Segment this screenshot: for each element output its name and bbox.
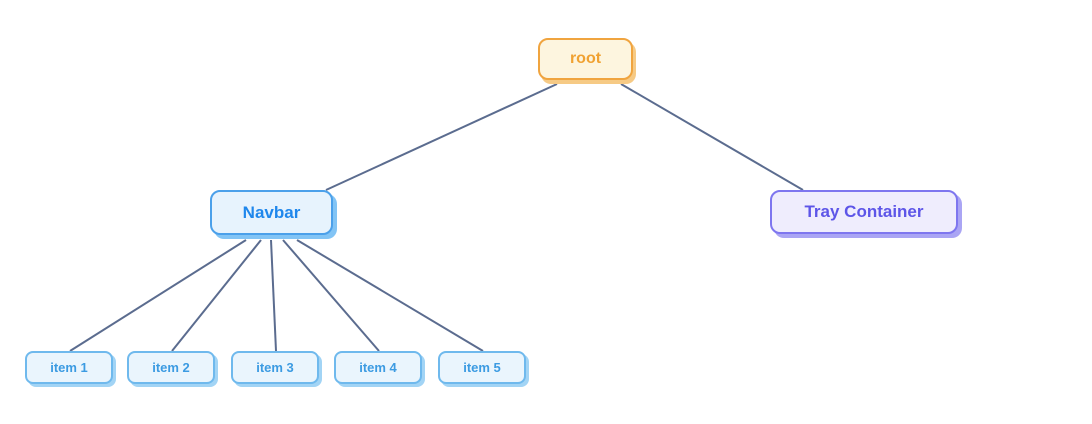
- node-navbar[interactable]: Navbar: [210, 190, 333, 235]
- node-item-4-label: item 4: [359, 360, 397, 375]
- edge-root-tray-container: [620, 83, 804, 191]
- node-tray-container-label: Tray Container: [804, 202, 924, 221]
- node-tray-container[interactable]: Tray Container: [770, 190, 958, 234]
- edge-navbar-item-1: [69, 239, 247, 352]
- edge-navbar-item-3: [270, 239, 277, 352]
- node-item-2-label: item 2: [152, 360, 190, 375]
- node-item-2[interactable]: item 2: [127, 351, 215, 384]
- node-item-1-label: item 1: [50, 360, 88, 375]
- edge-navbar-item-5: [296, 239, 484, 352]
- node-navbar-label: Navbar: [242, 202, 301, 222]
- node-item-1[interactable]: item 1: [25, 351, 113, 384]
- edge-navbar-item-4: [282, 239, 380, 352]
- node-item-3[interactable]: item 3: [231, 351, 319, 384]
- node-item-5[interactable]: item 5: [438, 351, 526, 384]
- edge-navbar-item-2: [171, 239, 262, 352]
- node-item-5-label: item 5: [463, 360, 501, 375]
- edge-root-navbar: [325, 83, 558, 191]
- node-root[interactable]: root: [538, 38, 633, 80]
- node-root-label: root: [569, 50, 602, 67]
- node-item-3-label: item 3: [256, 360, 294, 375]
- node-item-4[interactable]: item 4: [334, 351, 422, 384]
